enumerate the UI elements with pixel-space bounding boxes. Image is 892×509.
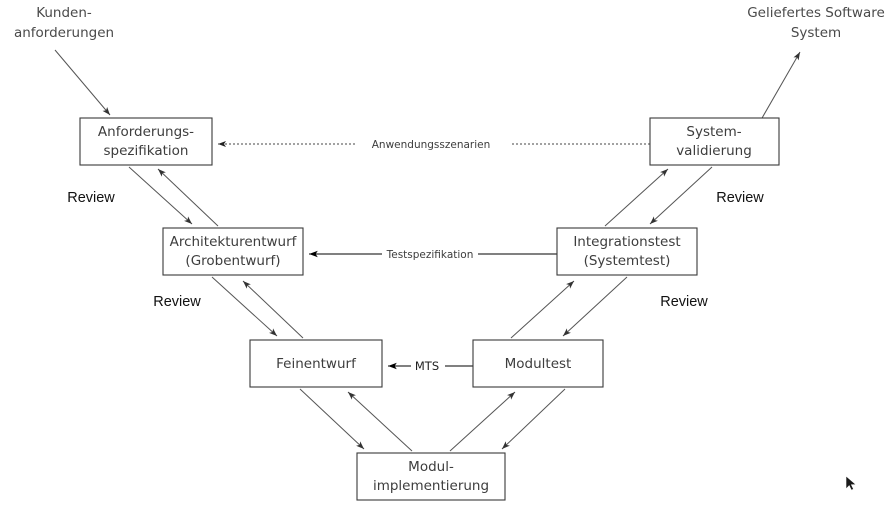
edge-architektur-to-feinentwurf	[211, 276, 278, 337]
box-label-architekturentwurf-line1: Architekturentwurf	[170, 234, 298, 250]
edge-modultest-to-modulimpl	[501, 388, 566, 450]
edge-systemvalidierung-to-integrationstest	[649, 166, 713, 225]
review-label-mid-right: Review	[660, 294, 708, 310]
box-label-anforderungsspezifikation-line1: Anforderungs-	[98, 124, 194, 140]
review-label-top-left: Review	[67, 190, 115, 206]
label-geliefertes-software-system: Geliefertes Software System	[747, 5, 885, 41]
label-kundenanforderungen-line2: anforderungen	[14, 25, 114, 41]
label-geliefertes-software-system-line2: System	[791, 25, 841, 41]
cross-link-anwendungsszenarien: Anwendungsszenarien	[218, 139, 650, 151]
edge-feinentwurf-to-architektur	[242, 280, 304, 339]
box-label-systemvalidierung-line1: System-	[686, 124, 741, 140]
box-label-modulimplementierung-line2: implementierung	[373, 478, 489, 494]
review-label-mid-left: Review	[153, 294, 201, 310]
box-modultest[interactable]: Modultest	[472, 339, 604, 388]
box-label-architekturentwurf-line2: (Grobentwurf)	[185, 253, 280, 269]
cross-link-label-testspezifikation: Testspezifikation	[386, 249, 474, 261]
box-label-modultest-line1: Modultest	[505, 356, 572, 372]
box-modulimplementierung[interactable]: Modul- implementierung	[356, 452, 506, 501]
edge-architektur-to-anforderung	[157, 168, 219, 227]
box-label-integrationstest-line1: Integrationstest	[573, 234, 680, 250]
box-anforderungsspezifikation[interactable]: Anforderungs- spezifikation	[79, 117, 213, 166]
box-architekturentwurf[interactable]: Architekturentwurf (Grobentwurf)	[162, 227, 304, 276]
mouse-cursor-icon	[845, 475, 857, 491]
box-integrationstest[interactable]: Integrationstest (Systemtest)	[556, 227, 698, 276]
edge-integrationstest-to-modultest	[562, 276, 628, 337]
edge-modultest-to-integrationstest	[510, 280, 575, 339]
box-label-feinentwurf-line1: Feinentwurf	[276, 356, 357, 372]
edge-anforderung-to-architektur	[128, 166, 193, 225]
cross-link-testspezifikation: Testspezifikation	[309, 249, 557, 261]
review-label-top-right: Review	[716, 190, 764, 206]
cross-link-mts: MTS	[388, 359, 473, 373]
box-label-systemvalidierung-line2: validierung	[676, 143, 752, 159]
box-label-modulimplementierung-line1: Modul-	[408, 459, 454, 475]
cross-link-label-mts: MTS	[415, 359, 439, 373]
box-label-integrationstest-line2: (Systemtest)	[584, 253, 671, 269]
edge-integrationstest-to-systemvalidierung	[604, 168, 669, 227]
cross-link-label-anwendungsszenarien: Anwendungsszenarien	[372, 139, 491, 151]
edge-feinentwurf-to-modulimpl	[299, 388, 365, 450]
box-feinentwurf[interactable]: Feinentwurf	[249, 339, 383, 388]
box-systemvalidierung[interactable]: System- validierung	[649, 117, 780, 166]
edge-modulimpl-to-modultest	[449, 391, 516, 452]
label-geliefertes-software-system-line1: Geliefertes Software	[747, 5, 885, 21]
label-kundenanforderungen-line1: Kunden-	[36, 5, 92, 21]
input-arrow-customer-requirements	[54, 49, 111, 116]
edge-modulimpl-to-feinentwurf	[347, 391, 413, 452]
box-label-anforderungsspezifikation-line2: spezifikation	[104, 143, 189, 159]
label-kundenanforderungen: Kunden- anforderungen	[14, 5, 114, 41]
